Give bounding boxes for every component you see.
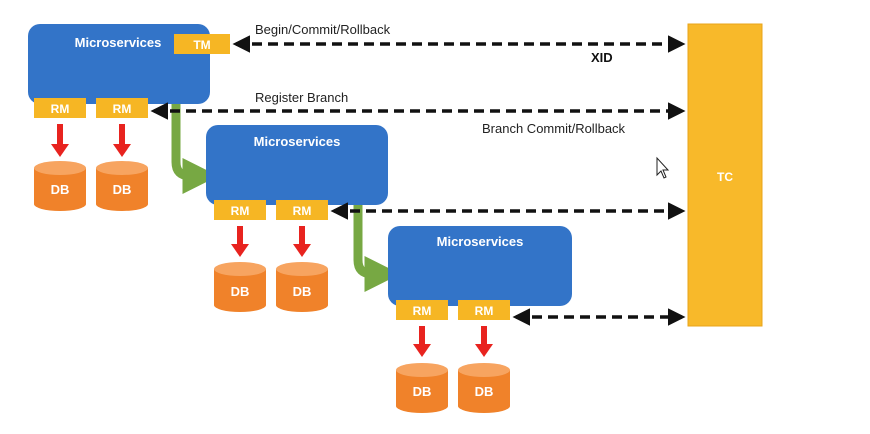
rm-label: RM (231, 204, 250, 218)
svg-text:DB: DB (231, 284, 250, 299)
rm-box-1b (96, 98, 148, 118)
rm-box-1a (34, 98, 86, 118)
flow-arrow-1 (171, 100, 219, 194)
microservice-title-2: Microservices (254, 134, 341, 149)
red-arrow-2a (231, 226, 249, 257)
svg-text:DB: DB (413, 384, 432, 399)
label-begin-commit-rollback: Begin/Commit/Rollback (255, 22, 391, 37)
rm-box-2b (276, 200, 328, 220)
red-arrow-3a (413, 326, 431, 357)
db-cylinder-3a: DB (396, 363, 448, 413)
microservice-box-3 (388, 226, 572, 306)
tc-box (687, 23, 763, 327)
rm-label: RM (475, 304, 494, 318)
svg-text:DB: DB (475, 384, 494, 399)
label-register-branch: Register Branch (255, 90, 348, 105)
rm-label: RM (413, 304, 432, 318)
mouse-cursor-icon (656, 156, 670, 179)
microservice-title-1: Microservices (75, 35, 162, 50)
red-arrow-1b (113, 124, 131, 157)
db-cylinder-1b: DB (96, 161, 148, 211)
rm-label: RM (293, 204, 312, 218)
rm-box-2a (214, 200, 266, 220)
rm-label: RM (51, 102, 70, 116)
db-cylinder-3b: DB (458, 363, 510, 413)
svg-text:DB: DB (293, 284, 312, 299)
red-arrow-1a (51, 124, 69, 157)
tc-label: TC (717, 170, 733, 184)
db-cylinder-2b: DB (276, 262, 328, 312)
svg-text:DB: DB (51, 182, 70, 197)
svg-text:DB: DB (113, 182, 132, 197)
rm-box-3b (458, 300, 510, 320)
tm-box (174, 34, 230, 54)
red-arrow-3b (475, 326, 493, 357)
rm-box-3a (396, 300, 448, 320)
flow-arrow-2 (353, 200, 401, 292)
db-cylinder-1a: DB (34, 161, 86, 211)
rm-label: RM (113, 102, 132, 116)
db-cylinder-2a: DB (214, 262, 266, 312)
label-branch-commit-rollback: Branch Commit/Rollback (482, 121, 626, 136)
tm-label: TM (193, 38, 210, 52)
microservice-box-1 (28, 24, 210, 104)
microservice-title-3: Microservices (437, 234, 524, 249)
microservice-box-2 (206, 125, 388, 205)
label-xid: XID (591, 50, 613, 65)
red-arrow-2b (293, 226, 311, 257)
